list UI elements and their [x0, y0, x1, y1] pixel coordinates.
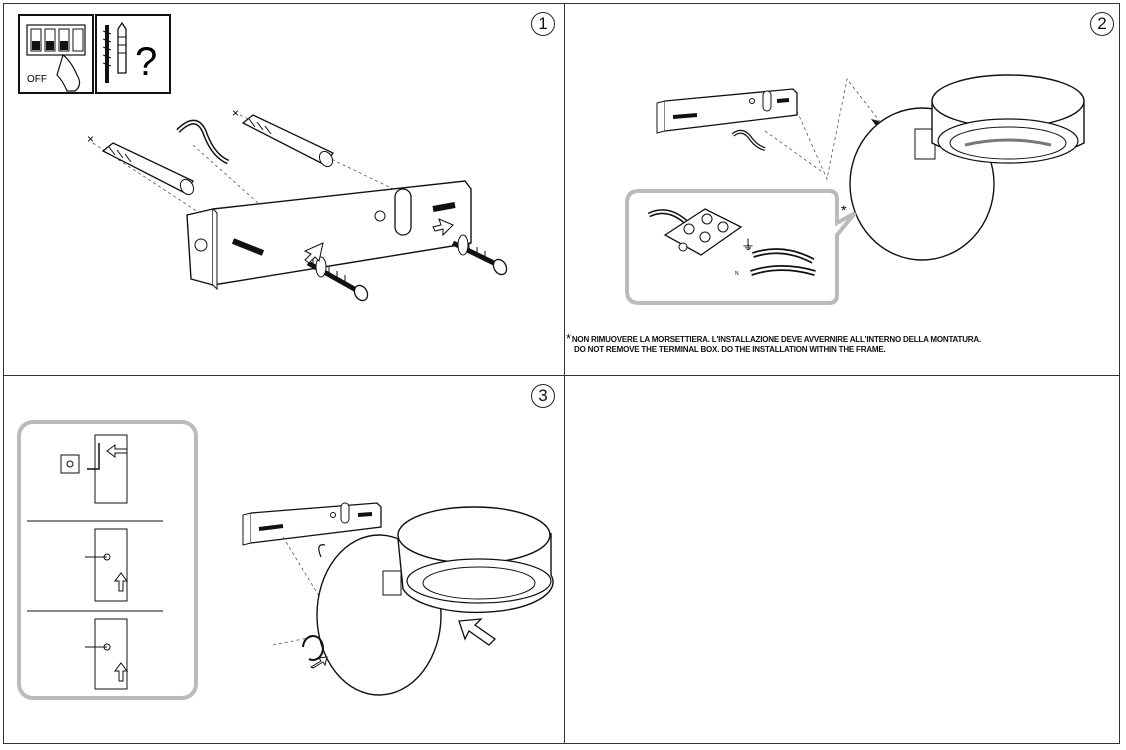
mounting-bracket [186, 180, 472, 291]
step-2-illustration: * ⏚ L N [625, 74, 1085, 305]
screw-right [451, 234, 508, 276]
live-label: L [748, 245, 751, 251]
lamp-head [382, 506, 554, 614]
neutral-label: N [735, 271, 739, 277]
mounting-bracket [656, 88, 798, 134]
push-arrow [458, 618, 497, 646]
terminal-box-callout: ⏚ L N [625, 189, 857, 305]
note-italian: NON RIMUOVERE LA MORSETTIERA. L'INSTALLA… [571, 335, 981, 344]
hook-detail-callout [17, 420, 198, 700]
note-asterisk: * [566, 331, 571, 346]
note-english: DO NOT REMOVE THE TERMINAL BOX. DO THE I… [574, 345, 886, 354]
step-2-number: 2 [1090, 12, 1114, 36]
step-1-number: 1 [531, 12, 555, 36]
power-off-icon: OFF [18, 14, 94, 94]
panel-divider-vertical [564, 3, 565, 744]
screw-left [306, 256, 369, 302]
asterisk-marker: * [841, 202, 847, 218]
wall-plug-right [241, 114, 334, 168]
guide-cross-right: × [232, 106, 239, 120]
step-3-number: 3 [531, 384, 555, 408]
step-3-illustration [17, 420, 554, 700]
insert-arrow-left [303, 242, 324, 264]
retaining-clip [302, 635, 324, 661]
off-label: OFF [27, 74, 47, 85]
instruction-sheet-frame [3, 3, 1120, 744]
question-mark: ? [135, 40, 157, 84]
mounting-bracket [242, 502, 382, 546]
guide-cross-left: × [87, 132, 94, 146]
wall-plug-left [101, 142, 195, 196]
tools-required-icon: ? [95, 14, 171, 94]
lamp-head [914, 74, 1085, 164]
step-1-illustration: OFF ? × × [18, 14, 508, 302]
installation-warning-note: *NON RIMUOVERE LA MORSETTIERA. L'INSTALL… [566, 331, 981, 355]
earth-symbol: ⏚ [741, 237, 755, 253]
panel-divider-horizontal [3, 375, 1120, 376]
insert-arrow-right [432, 218, 454, 237]
